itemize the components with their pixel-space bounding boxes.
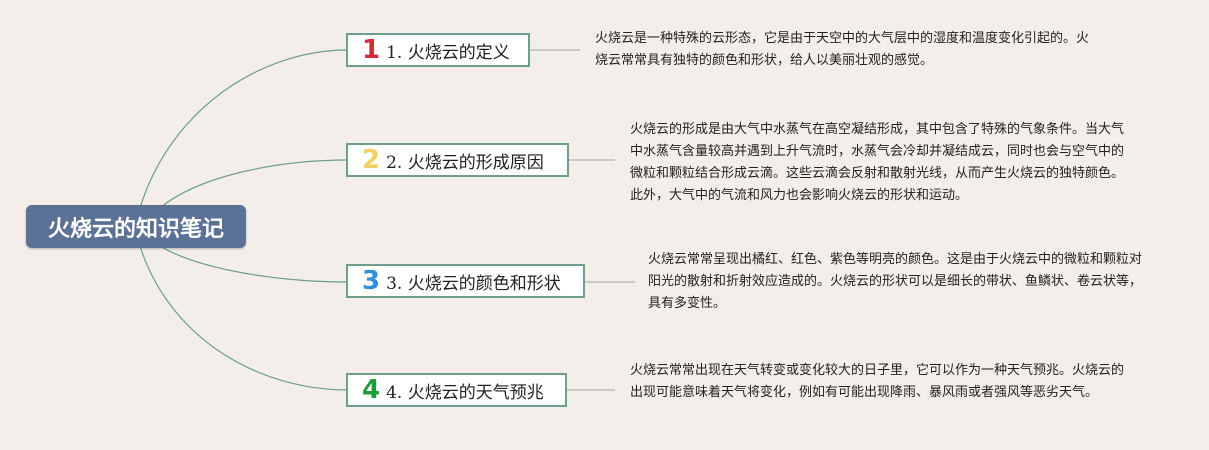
priority-2-icon: 2 bbox=[362, 145, 381, 175]
branch-line-1 bbox=[139, 49, 349, 209]
note-weather-omen: 火烧云常常出现在天气转变或变化较大的日子里，它可以作为一种天气预兆。火烧云的出现… bbox=[630, 363, 1125, 400]
note-formation: 火烧云的形成是由大气中水蒸气在高空凝结形成，其中包含了特殊的气象条件。当大气中水… bbox=[630, 122, 1125, 203]
root-node[interactable]: 火烧云的知识笔记 bbox=[26, 205, 246, 248]
note-color-shape: 火烧云常常呈现出橘红、红色、紫色等明亮的颜色。这是由于火烧云中的微粒和颗粒对阳光… bbox=[648, 252, 1143, 311]
topic-node-definition[interactable]: 1 1. 火烧云的定义 bbox=[346, 33, 530, 67]
topic-label: 3. 火烧云的颜色和形状 bbox=[386, 273, 561, 294]
topic-label: 2. 火烧云的形成原因 bbox=[386, 152, 544, 173]
priority-4-icon: 4 bbox=[362, 375, 381, 405]
topic-node-color-shape[interactable]: 3 3. 火烧云的颜色和形状 bbox=[346, 264, 585, 298]
priority-3-icon: 3 bbox=[362, 266, 381, 296]
root-title: 火烧云的知识笔记 bbox=[47, 216, 224, 242]
branch-line-3 bbox=[159, 245, 349, 283]
topic-label: 1. 火烧云的定义 bbox=[386, 42, 510, 63]
branch-line-2 bbox=[159, 159, 349, 209]
topic-label: 4. 火烧云的天气预兆 bbox=[386, 382, 544, 403]
priority-1-icon: 1 bbox=[362, 35, 381, 65]
note-definition: 火烧云是一种特殊的云形态，它是由于天空中的大气层中的湿度和温度变化引起的。火烧云… bbox=[595, 31, 1090, 68]
topic-node-formation[interactable]: 2 2. 火烧云的形成原因 bbox=[346, 143, 569, 177]
topic-node-weather-omen[interactable]: 4 4. 火烧云的天气预兆 bbox=[346, 373, 567, 407]
branch-line-4 bbox=[139, 245, 349, 391]
